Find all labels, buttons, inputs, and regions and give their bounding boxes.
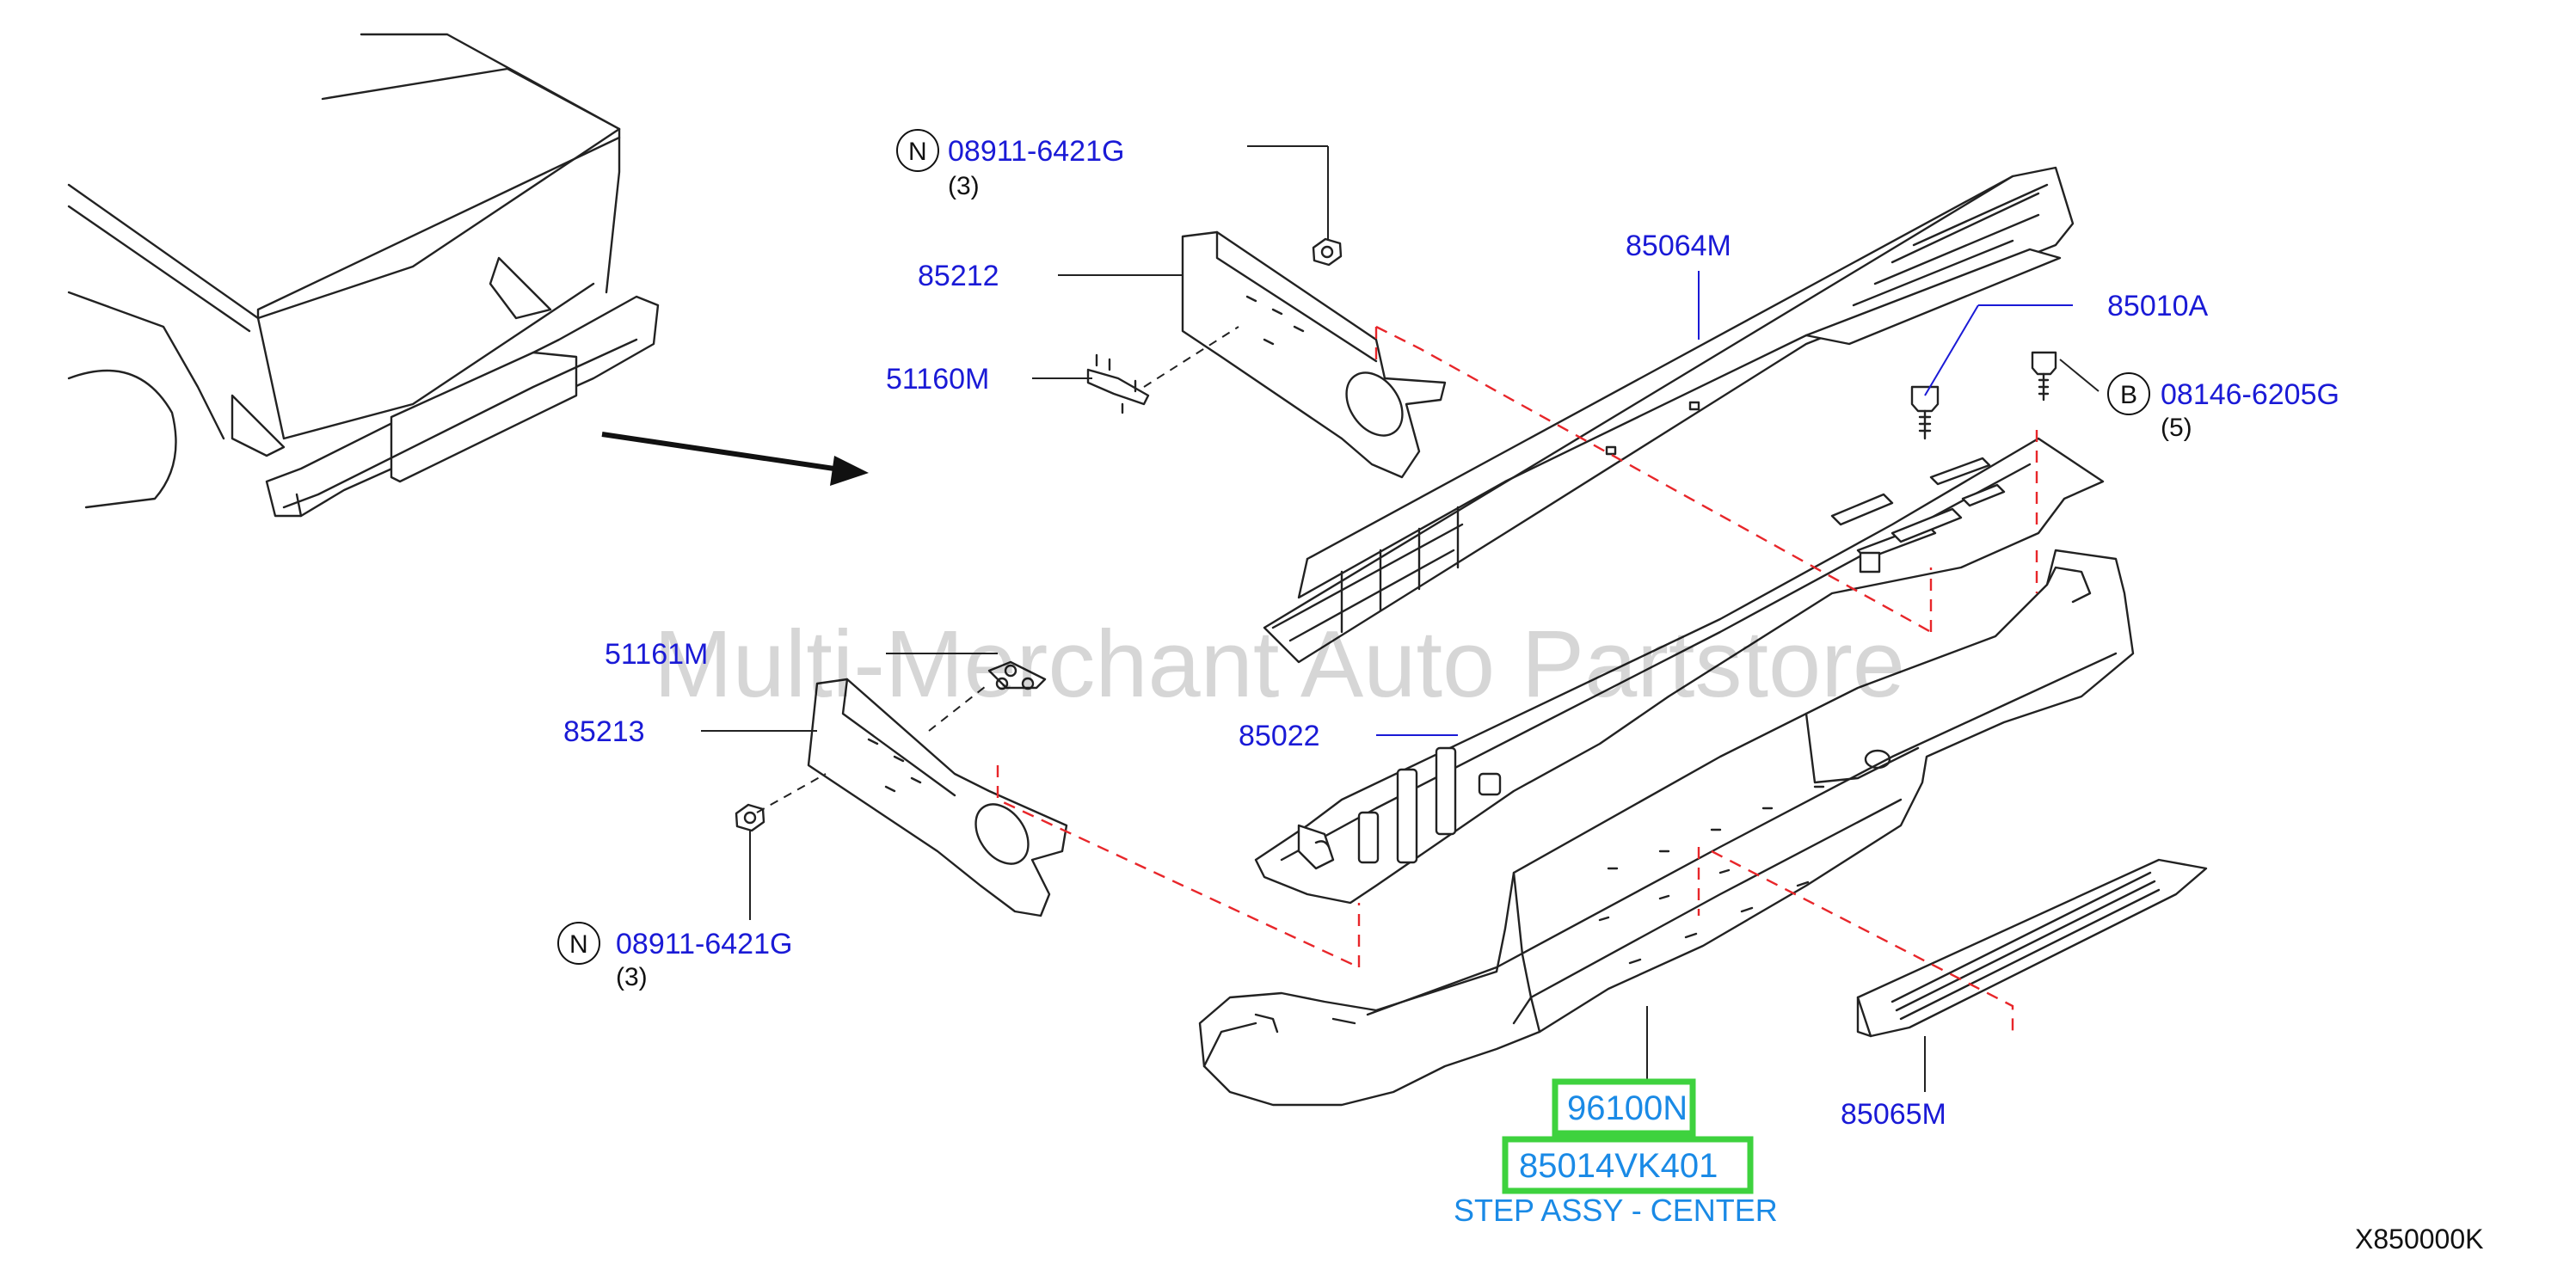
part-number-85010A[interactable]: 85010A <box>2107 290 2209 322</box>
b-marker: B <box>2120 381 2137 409</box>
part-description: STEP ASSY - CENTER <box>1454 1193 1778 1228</box>
n-marker-bottom: N <box>569 930 588 959</box>
alignment-lines <box>996 325 2038 1032</box>
nut-08911-top <box>1312 237 1343 267</box>
part-number-51161M[interactable]: 51161M <box>605 638 708 671</box>
step-rail-85064M <box>1263 166 2075 664</box>
assembly-dash-51160M <box>1143 326 1239 388</box>
qty-08911-bottom: (3) <box>616 963 648 991</box>
stud-plate-51161M <box>987 660 1047 690</box>
part-number-85065M[interactable]: 85065M <box>1841 1098 1946 1131</box>
part-number-85064M[interactable]: 85064M <box>1626 230 1731 262</box>
label-08146: B 08146-6205G (5) <box>2107 372 2339 442</box>
assembly-dash-51161M <box>928 683 990 732</box>
direction-arrow <box>601 432 869 486</box>
reinforcement-plate-85022 <box>1254 437 2105 905</box>
leader-lines <box>701 271 2100 1092</box>
label-08911-bottom: N 08911-6421G (3) <box>557 922 792 991</box>
assembly-dash-nut-bottom <box>756 773 827 813</box>
bolt-08146-6205G <box>2031 351 2057 402</box>
bracket-85213 <box>807 678 1068 917</box>
label-08911-top: N 08911-6421G (3) <box>896 129 1124 200</box>
part-number-08146-6205G[interactable]: 08146-6205G <box>2161 378 2339 411</box>
stud-plate-51160M <box>1086 353 1150 414</box>
part-number-51160M[interactable]: 51160M <box>886 363 989 396</box>
highlight-box-96100N <box>1552 1078 1696 1137</box>
watermark-text: Multi-Merchant Auto Partstore <box>654 611 1905 717</box>
part-number-85212[interactable]: 85212 <box>918 260 999 292</box>
qty-08146: (5) <box>2161 414 2192 442</box>
bumper-shell-96100N <box>1198 549 2135 1107</box>
part-number-96100N[interactable]: 96100N <box>1567 1089 1688 1127</box>
nut-08911-bottom <box>735 803 765 832</box>
part-number-85213[interactable]: 85213 <box>563 715 645 748</box>
part-number-08911-bottom[interactable]: 08911-6421G <box>616 928 792 960</box>
truck-rear-illustration <box>67 33 660 518</box>
qty-08911-top: (3) <box>948 172 980 200</box>
end-step-85065M <box>1856 858 2208 1038</box>
part-number-08911-top[interactable]: 08911-6421G <box>948 135 1124 168</box>
n-marker-top: N <box>908 138 927 166</box>
highlight-box-85014VK401 <box>1502 1136 1754 1194</box>
bracket-85212 <box>1181 230 1447 479</box>
diagram-code: X850000K <box>2355 1224 2483 1255</box>
bolt-85010A <box>1910 385 1940 440</box>
highlight-85014VK401: 85014VK401 <box>1502 1136 1754 1194</box>
part-number-85022[interactable]: 85022 <box>1239 720 1320 752</box>
highlight-96100N: 96100N <box>1552 1078 1696 1137</box>
part-number-85014VK401[interactable]: 85014VK401 <box>1519 1147 1718 1185</box>
